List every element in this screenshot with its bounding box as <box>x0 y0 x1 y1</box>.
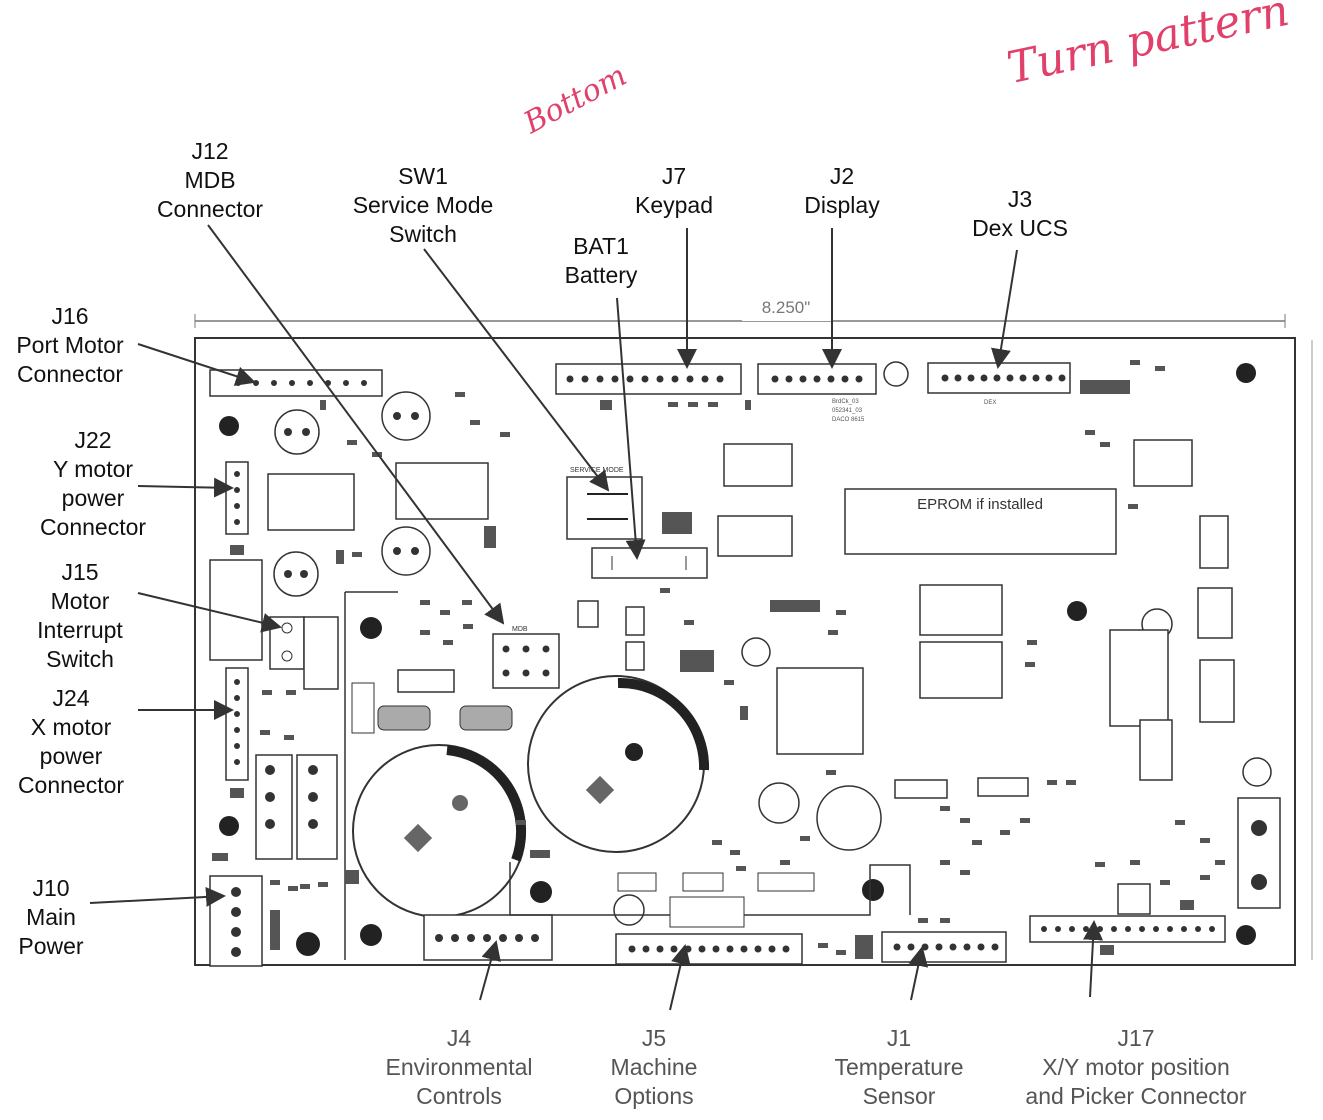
connector-j2: BrdCk_03 052341_03 DACO 8615 <box>757 363 877 423</box>
connector-j22 <box>225 461 249 535</box>
connector-j7 <box>555 363 742 395</box>
board-rev-2: 052341_03 <box>832 408 863 414</box>
battery-bat1 <box>591 547 708 579</box>
small-components <box>212 360 1225 959</box>
connector-j12: MDB <box>492 626 560 689</box>
board-rev-3: DACO 8615 <box>832 417 865 423</box>
integrated-circuits <box>267 439 1235 915</box>
connector-j17 <box>1029 915 1226 943</box>
dex-text: DEX <box>984 400 996 406</box>
callout-arrows <box>89 224 1104 1011</box>
connector-j24 <box>225 667 249 781</box>
connector-j5 <box>615 933 803 965</box>
connector-j1 <box>881 931 1007 963</box>
mdb-text: MDB <box>512 626 528 633</box>
board-rev-1: BrdCk_03 <box>832 399 859 405</box>
mounting-holes <box>219 363 1256 956</box>
large-capacitors <box>352 675 710 918</box>
dimension-text: 8.250" <box>762 298 811 317</box>
connector-j16 <box>209 369 383 397</box>
eprom-label: EPROM if installed <box>917 496 1043 513</box>
dimension-line: 8.250" <box>194 295 1313 960</box>
connector-j10 <box>209 875 263 967</box>
service-mode-text: SERVICE MODE <box>570 467 624 474</box>
connector-j4 <box>423 914 553 961</box>
